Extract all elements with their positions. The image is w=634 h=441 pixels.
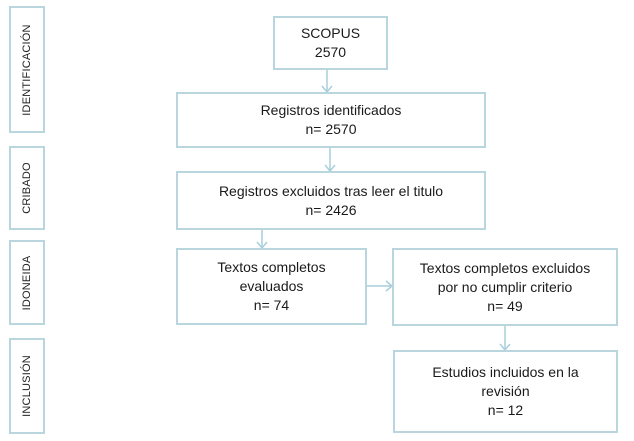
phase-inclusion: INCLUSIÓN <box>9 338 45 434</box>
box-scopus: SCOPUS 2570 <box>273 16 388 70</box>
box-registros-excluidos-count: n= 2426 <box>305 201 357 218</box>
box-registros-identificados-title: Registros identificados <box>260 102 402 118</box>
box-estudios-incluidos-line2: revisión <box>481 383 530 399</box>
box-textos-excluidos-count: n= 49 <box>487 297 523 314</box>
box-scopus-count: 2570 <box>314 44 347 60</box>
phase-idoneidad: IDONEIDA <box>9 240 45 325</box>
box-registros-identificados-count: n= 2570 <box>305 121 357 137</box>
box-estudios-incluidos: Estudios incluidos en la revisión n= 12 <box>393 350 618 433</box>
phase-cribado: CRIBADO <box>9 146 45 230</box>
box-estudios-incluidos-count: n= 12 <box>487 402 524 418</box>
box-registros-excluidos: Registros excluidos tras leer el titulo … <box>176 171 486 230</box>
phase-identificacion: IDENTIFICACIÓN <box>9 6 45 133</box>
box-textos-excluidos-line1: Textos completos excluidos <box>419 259 591 276</box>
box-registros-excluidos-title: Registros excluidos tras leer el titulo <box>218 182 444 199</box>
box-registros-identificados: Registros identificados n= 2570 <box>176 92 486 148</box>
box-scopus-title: SCOPUS <box>300 25 361 41</box>
box-textos-excluidos-criterio: Textos completos excluidos por no cumpli… <box>392 248 618 326</box>
box-textos-evaluados-count: n= 74 <box>253 297 290 313</box>
box-textos-evaluados-line1: Textos completos <box>217 259 326 275</box>
box-estudios-incluidos-line1: Estudios incluidos en la <box>432 364 579 380</box>
box-textos-excluidos-line2: por no cumplir criterio <box>437 278 573 295</box>
box-textos-evaluados: Textos completos evaluados n= 74 <box>176 248 367 325</box>
box-textos-evaluados-line2: evaluados <box>239 278 304 294</box>
